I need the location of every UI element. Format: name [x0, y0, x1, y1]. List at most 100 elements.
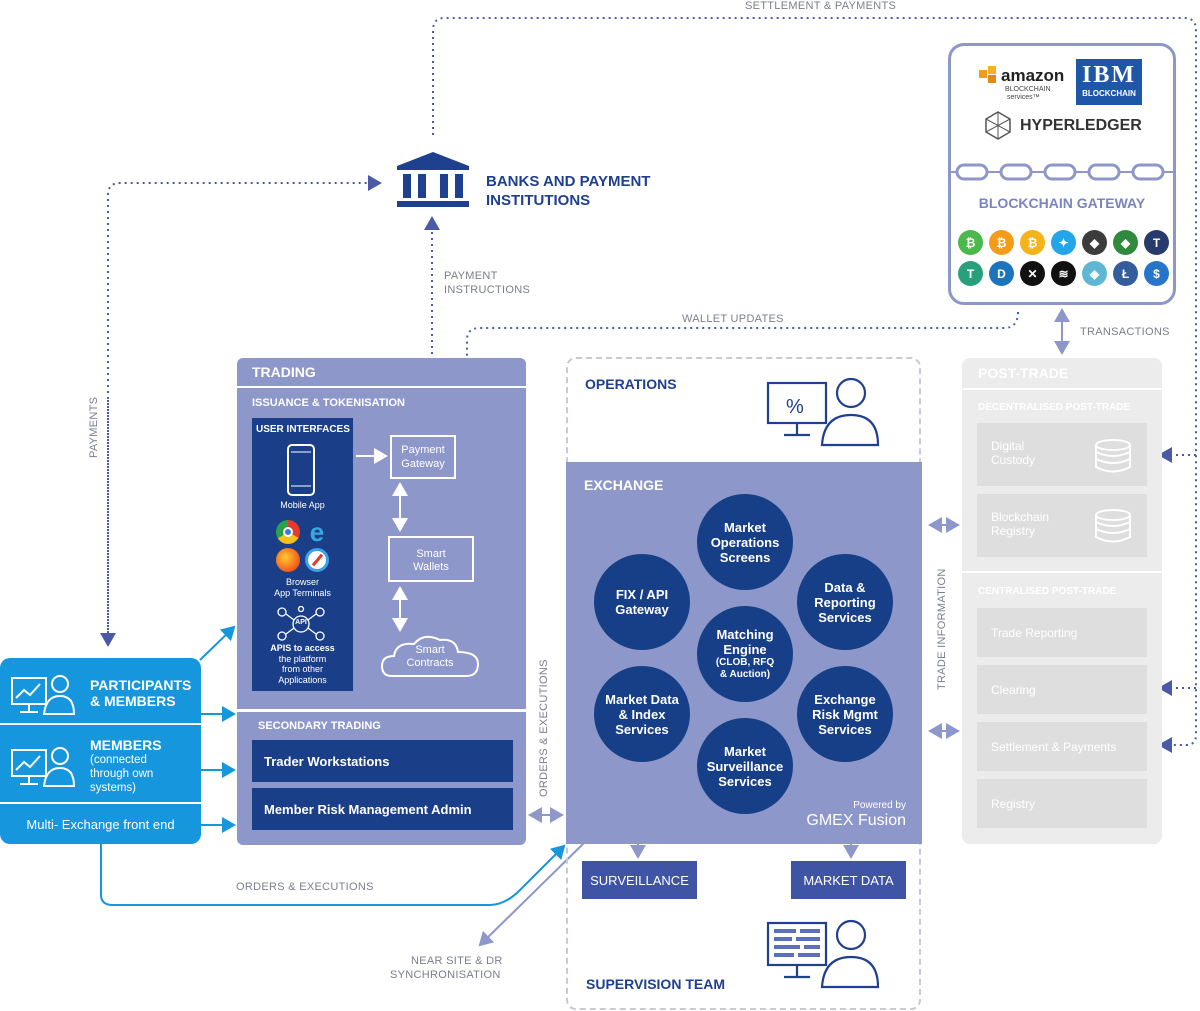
banks-title-line2: INSTITUTIONS [486, 192, 591, 209]
crypto-coin-icon: ≋ [1051, 261, 1076, 286]
apis-label: APIS to access the platform from other A… [252, 643, 353, 685]
payment-instructions-label-2: INSTRUCTIONS [444, 284, 531, 296]
near-site-label-1: NEAR SITE & DR [411, 955, 503, 967]
powered-by-label: Powered by [853, 800, 906, 811]
banks-title-line1: BANKS AND PAYMENT [486, 173, 651, 190]
crypto-coin-icon: ✦ [1051, 230, 1076, 255]
firefox-icon [276, 548, 300, 572]
apis-label-4: Applications [278, 674, 327, 685]
matching-2: Engine [723, 642, 767, 657]
smart-wallets-label-1: Smart [416, 548, 446, 560]
members-label: MEMBERS [90, 737, 162, 753]
issuance-arrows [356, 448, 408, 632]
safari-icon [305, 548, 329, 572]
members-sub-label: (connected through own systems) [90, 753, 153, 795]
msurv-1: Market [724, 743, 766, 759]
issuance-title: ISSUANCE & TOKENISATION [252, 397, 405, 409]
transactions-label: TRANSACTIONS [1080, 326, 1170, 338]
cloud-icon [380, 632, 482, 682]
decentralised-title: DECENTRALISED POST-TRADE [978, 402, 1131, 413]
secondary-trading-title: SECONDARY TRADING [258, 720, 381, 732]
apis-label-1: APIS to access [270, 643, 335, 653]
exrisk-3: Services [818, 721, 872, 737]
smart-contracts-label-2: Contracts [406, 657, 454, 669]
market-ops-3: Screens [719, 549, 771, 565]
amazon-sub1: BLOCKCHAIN [1005, 86, 1051, 93]
operations-person-icon: % [766, 375, 880, 447]
bc-registry-1: Blockchain [991, 510, 1050, 524]
matching-sub-2: & Auction) [719, 669, 771, 680]
ibm-logo: IBM BLOCKCHAIN [1076, 59, 1142, 105]
participant-user-icon [10, 670, 76, 716]
clearing-box: Clearing [977, 665, 1147, 714]
crypto-coin-icon: ◈ [1082, 261, 1107, 286]
mdi-2: & Index [618, 706, 666, 722]
crypto-coin-icon: T [958, 261, 983, 286]
matching-1: Matching [716, 627, 774, 642]
gmex-fusion-logo: GMEX Fusion [806, 812, 906, 829]
participants-label: PARTICIPANTS & MEMBERS [90, 677, 191, 709]
chain-icon [951, 160, 1173, 184]
members-sub-3: systems) [90, 782, 136, 794]
ibm-wordmark: IBM [1082, 62, 1136, 88]
participants-divider-1 [0, 723, 201, 725]
blockchain-gateway-title: BLOCKCHAIN GATEWAY [978, 195, 1146, 211]
smart-contracts-label: Smart Contracts [380, 644, 480, 670]
post-trade-divider-1 [962, 388, 1162, 390]
payments-label: PAYMENTS [88, 396, 100, 458]
settlement-payments-label: SETTLEMENT & PAYMENTS [745, 0, 897, 12]
smart-wallets-box: Smart Wallets [388, 536, 474, 582]
crypto-coin-icon: ₿ [989, 230, 1014, 255]
payment-gateway-box: Payment Gateway [390, 435, 456, 479]
exrisk-2: Risk Mgmt [812, 706, 878, 722]
crypto-coin-icon: ₿ [958, 230, 983, 255]
wallet-updates-label: WALLET UPDATES [682, 313, 784, 325]
member-risk-admin: Member Risk Management Admin [252, 788, 513, 830]
browser-label-1: Browser [285, 577, 319, 587]
msurv-3: Services [718, 773, 772, 789]
data-reporting-2: Reporting [814, 594, 876, 610]
data-reporting-3: Services [818, 609, 872, 625]
smart-wallets-label-2: Wallets [413, 561, 449, 573]
centralised-title: CENTRALISED POST-TRADE [978, 586, 1117, 597]
crypto-coin-icon: ₿ [1020, 230, 1045, 255]
user-interfaces-box [252, 418, 353, 691]
market-ops-2: Operations [710, 534, 780, 550]
data-reporting-1: Data & [824, 579, 866, 595]
user-interfaces-title: USER INTERFACES [256, 424, 350, 435]
banks-title: BANKS AND PAYMENT INSTITUTIONS [486, 172, 650, 210]
orders-executions-flow [100, 844, 566, 906]
fix-api-2: Gateway [615, 602, 669, 617]
bank-icon [393, 150, 473, 208]
near-site-label-2: SYNCHRONISATION [390, 969, 501, 981]
members-sub-2: through own [90, 768, 154, 780]
smart-contracts-label-1: Smart [415, 644, 445, 656]
amazon-sub2: services™ [1007, 94, 1040, 101]
trade-information-label: TRADE INFORMATION [936, 568, 948, 690]
crypto-coin-icon: ✕ [1020, 261, 1045, 286]
fix-api-1: FIX / API [615, 587, 669, 602]
settlement-payments-flow [432, 17, 1197, 753]
apis-label-2: the platform [278, 653, 327, 664]
api-network-icon [276, 605, 326, 642]
hyperledger-wordmark: HYPERLEDGER [1020, 117, 1142, 134]
multi-exchange-front-end: Multi- Exchange front end [26, 816, 175, 832]
market-ops-1: Market [724, 519, 766, 535]
operations-title: OPERATIONS [585, 376, 677, 392]
browser-label-2: App Terminals [274, 588, 331, 598]
database-icon-1 [1093, 438, 1133, 474]
digital-custody-2: Custody [991, 453, 1036, 467]
trade-reporting-box: Trade Reporting [977, 608, 1147, 657]
mobile-phone-icon [286, 444, 316, 496]
ibm-sub: BLOCKCHAIN [1082, 89, 1136, 98]
member-user-icon [10, 742, 76, 788]
bc-registry-2: Registry [991, 524, 1036, 538]
msurv-2: Surveillance [706, 758, 784, 774]
